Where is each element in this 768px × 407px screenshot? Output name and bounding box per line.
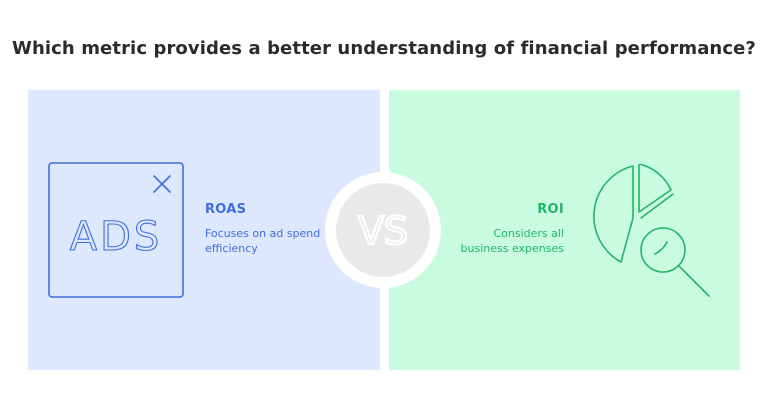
ads-window-icon: ADS <box>48 162 184 298</box>
pie-chart-magnifier-icon <box>585 164 725 304</box>
versus-label: VS <box>358 209 408 253</box>
roas-heading: ROAS <box>205 202 247 217</box>
ads-icon-text: ADS <box>70 214 163 260</box>
versus-badge: VS <box>325 172 441 288</box>
roas-panel: ADS ROAS Focuses on ad spend efficiency <box>28 90 380 370</box>
versus-badge-icon: VS <box>336 183 430 277</box>
roi-heading: ROI <box>537 202 564 217</box>
page-title: Which metric provides a better understan… <box>12 38 756 59</box>
roas-description: Focuses on ad spend efficiency <box>205 227 321 255</box>
roi-description: Considers all business expenses <box>460 227 564 255</box>
roi-panel: ROI Considers all business expenses <box>389 90 740 370</box>
